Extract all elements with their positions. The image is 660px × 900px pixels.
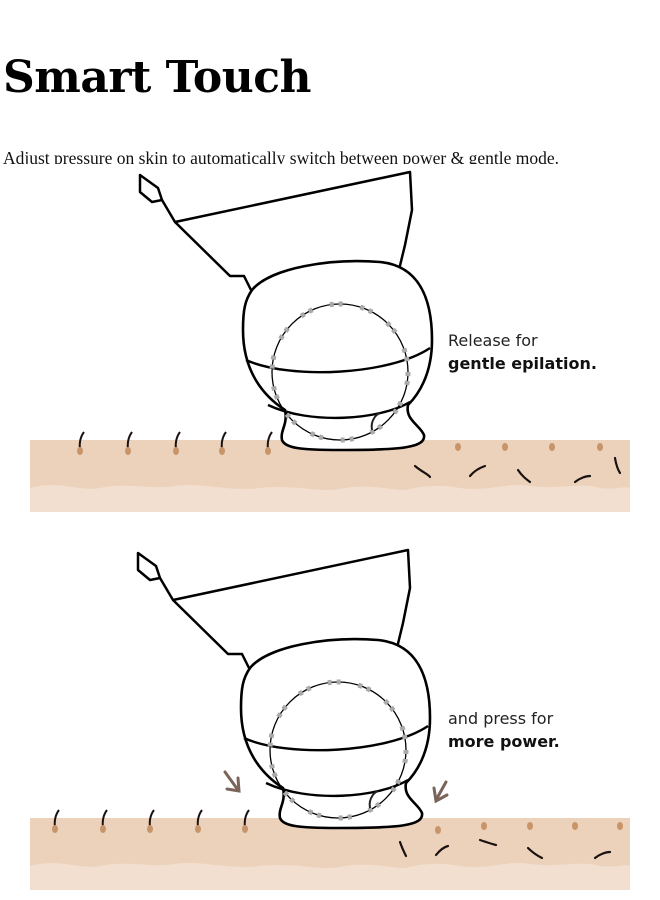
follicles xyxy=(77,443,603,455)
page-subtitle: Adjust pressure on skin to automatically… xyxy=(3,148,559,164)
caption-line: and press for xyxy=(448,709,554,728)
pulled-hairs xyxy=(413,456,622,484)
epilator-device xyxy=(140,172,432,450)
pressure-arrow-icon xyxy=(432,780,449,804)
pulled-hairs xyxy=(398,838,612,860)
caption-line: Release for xyxy=(448,331,538,350)
panel-release xyxy=(30,172,630,512)
caption-emphasis: more power. xyxy=(448,732,560,751)
caption-emphasis: gentle epilation. xyxy=(448,354,597,373)
epilator-device xyxy=(138,550,430,828)
caption-release: Release for gentle epilation. xyxy=(448,329,597,375)
panel-press xyxy=(30,550,630,890)
caption-press: and press for more power. xyxy=(448,707,560,753)
pressure-arrow-icon xyxy=(223,770,241,793)
page-title: Smart Touch xyxy=(3,52,311,103)
follicles xyxy=(52,822,623,834)
